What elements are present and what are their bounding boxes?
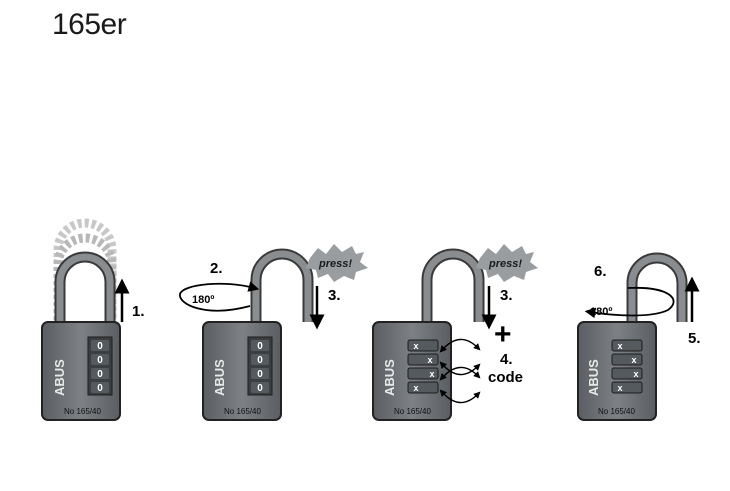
step-label-5: 5. xyxy=(688,330,701,347)
step-label-1: 1. xyxy=(132,303,145,320)
press-burst-icon xyxy=(306,244,368,282)
code-label: code xyxy=(488,369,523,386)
lock-step-5-6: ABUS x x x x No 165/40 180º 6. 5. xyxy=(577,252,701,421)
step-label-3: 3. xyxy=(500,287,513,304)
combination-dials[interactable]: x x x x xyxy=(611,339,643,394)
rotation-label: 180º xyxy=(590,306,612,318)
model-label: No 165/40 xyxy=(224,407,261,416)
rotate-arrow-icon xyxy=(179,281,260,312)
dial-digit: 0 xyxy=(257,341,263,352)
ghost-shackle-icon xyxy=(53,233,117,320)
dial-digit: 0 xyxy=(97,383,103,394)
dial-x: x xyxy=(633,369,638,379)
plus-sign: + xyxy=(494,318,512,351)
dial-x: x xyxy=(617,341,622,351)
dial-digit: 0 xyxy=(97,341,103,352)
brand-logo: ABUS xyxy=(212,359,227,396)
step-label-6: 6. xyxy=(594,263,607,280)
model-label: No 165/40 xyxy=(64,407,101,416)
combination-dials[interactable]: x x x x xyxy=(407,339,439,394)
dial-x: x xyxy=(429,369,434,379)
dial-x: x xyxy=(617,383,622,393)
spin-arrow-icon xyxy=(439,389,481,404)
spin-arrow-icon xyxy=(439,366,481,381)
dial-x: x xyxy=(427,355,432,365)
lock-step-3-4: ABUS x x x x No 165/40 press! 3. + 4. co… xyxy=(372,244,538,421)
lock-step-1: ABUS 0 0 0 0 No 165/40 1. xyxy=(41,218,145,421)
spin-arrow-icon xyxy=(439,338,481,353)
model-label: No 165/40 xyxy=(598,407,635,416)
lock-step-2-3: ABUS 0 0 0 0 No 165/40 180º 2. press! 3. xyxy=(179,244,368,421)
brand-logo: ABUS xyxy=(586,359,601,396)
page-title: 165er xyxy=(52,8,127,41)
press-label: press! xyxy=(318,258,352,270)
press-burst-icon xyxy=(476,244,538,282)
combination-dials[interactable]: 0 0 0 0 xyxy=(87,336,113,396)
dial-digit: 0 xyxy=(97,355,103,366)
dial-digit: 0 xyxy=(257,355,263,366)
rotation-label: 180º xyxy=(192,294,214,306)
rotate-arrow-icon xyxy=(584,286,675,319)
step-label-3: 3. xyxy=(328,287,341,304)
step-label-2: 2. xyxy=(210,260,223,277)
dial-digit: 0 xyxy=(257,369,263,380)
dial-x: x xyxy=(413,383,418,393)
dial-x: x xyxy=(631,355,636,365)
dial-digit: 0 xyxy=(97,369,103,380)
combination-dials[interactable]: 0 0 0 0 xyxy=(247,336,273,396)
ghost-shackle-icon xyxy=(53,218,117,320)
press-label: press! xyxy=(488,258,522,270)
dial-digit: 0 xyxy=(257,383,263,394)
dial-x: x xyxy=(413,341,418,351)
step-label-4: 4. xyxy=(500,351,513,368)
brand-logo: ABUS xyxy=(382,359,397,396)
brand-logo: ABUS xyxy=(52,359,67,396)
model-label: No 165/40 xyxy=(394,407,431,416)
